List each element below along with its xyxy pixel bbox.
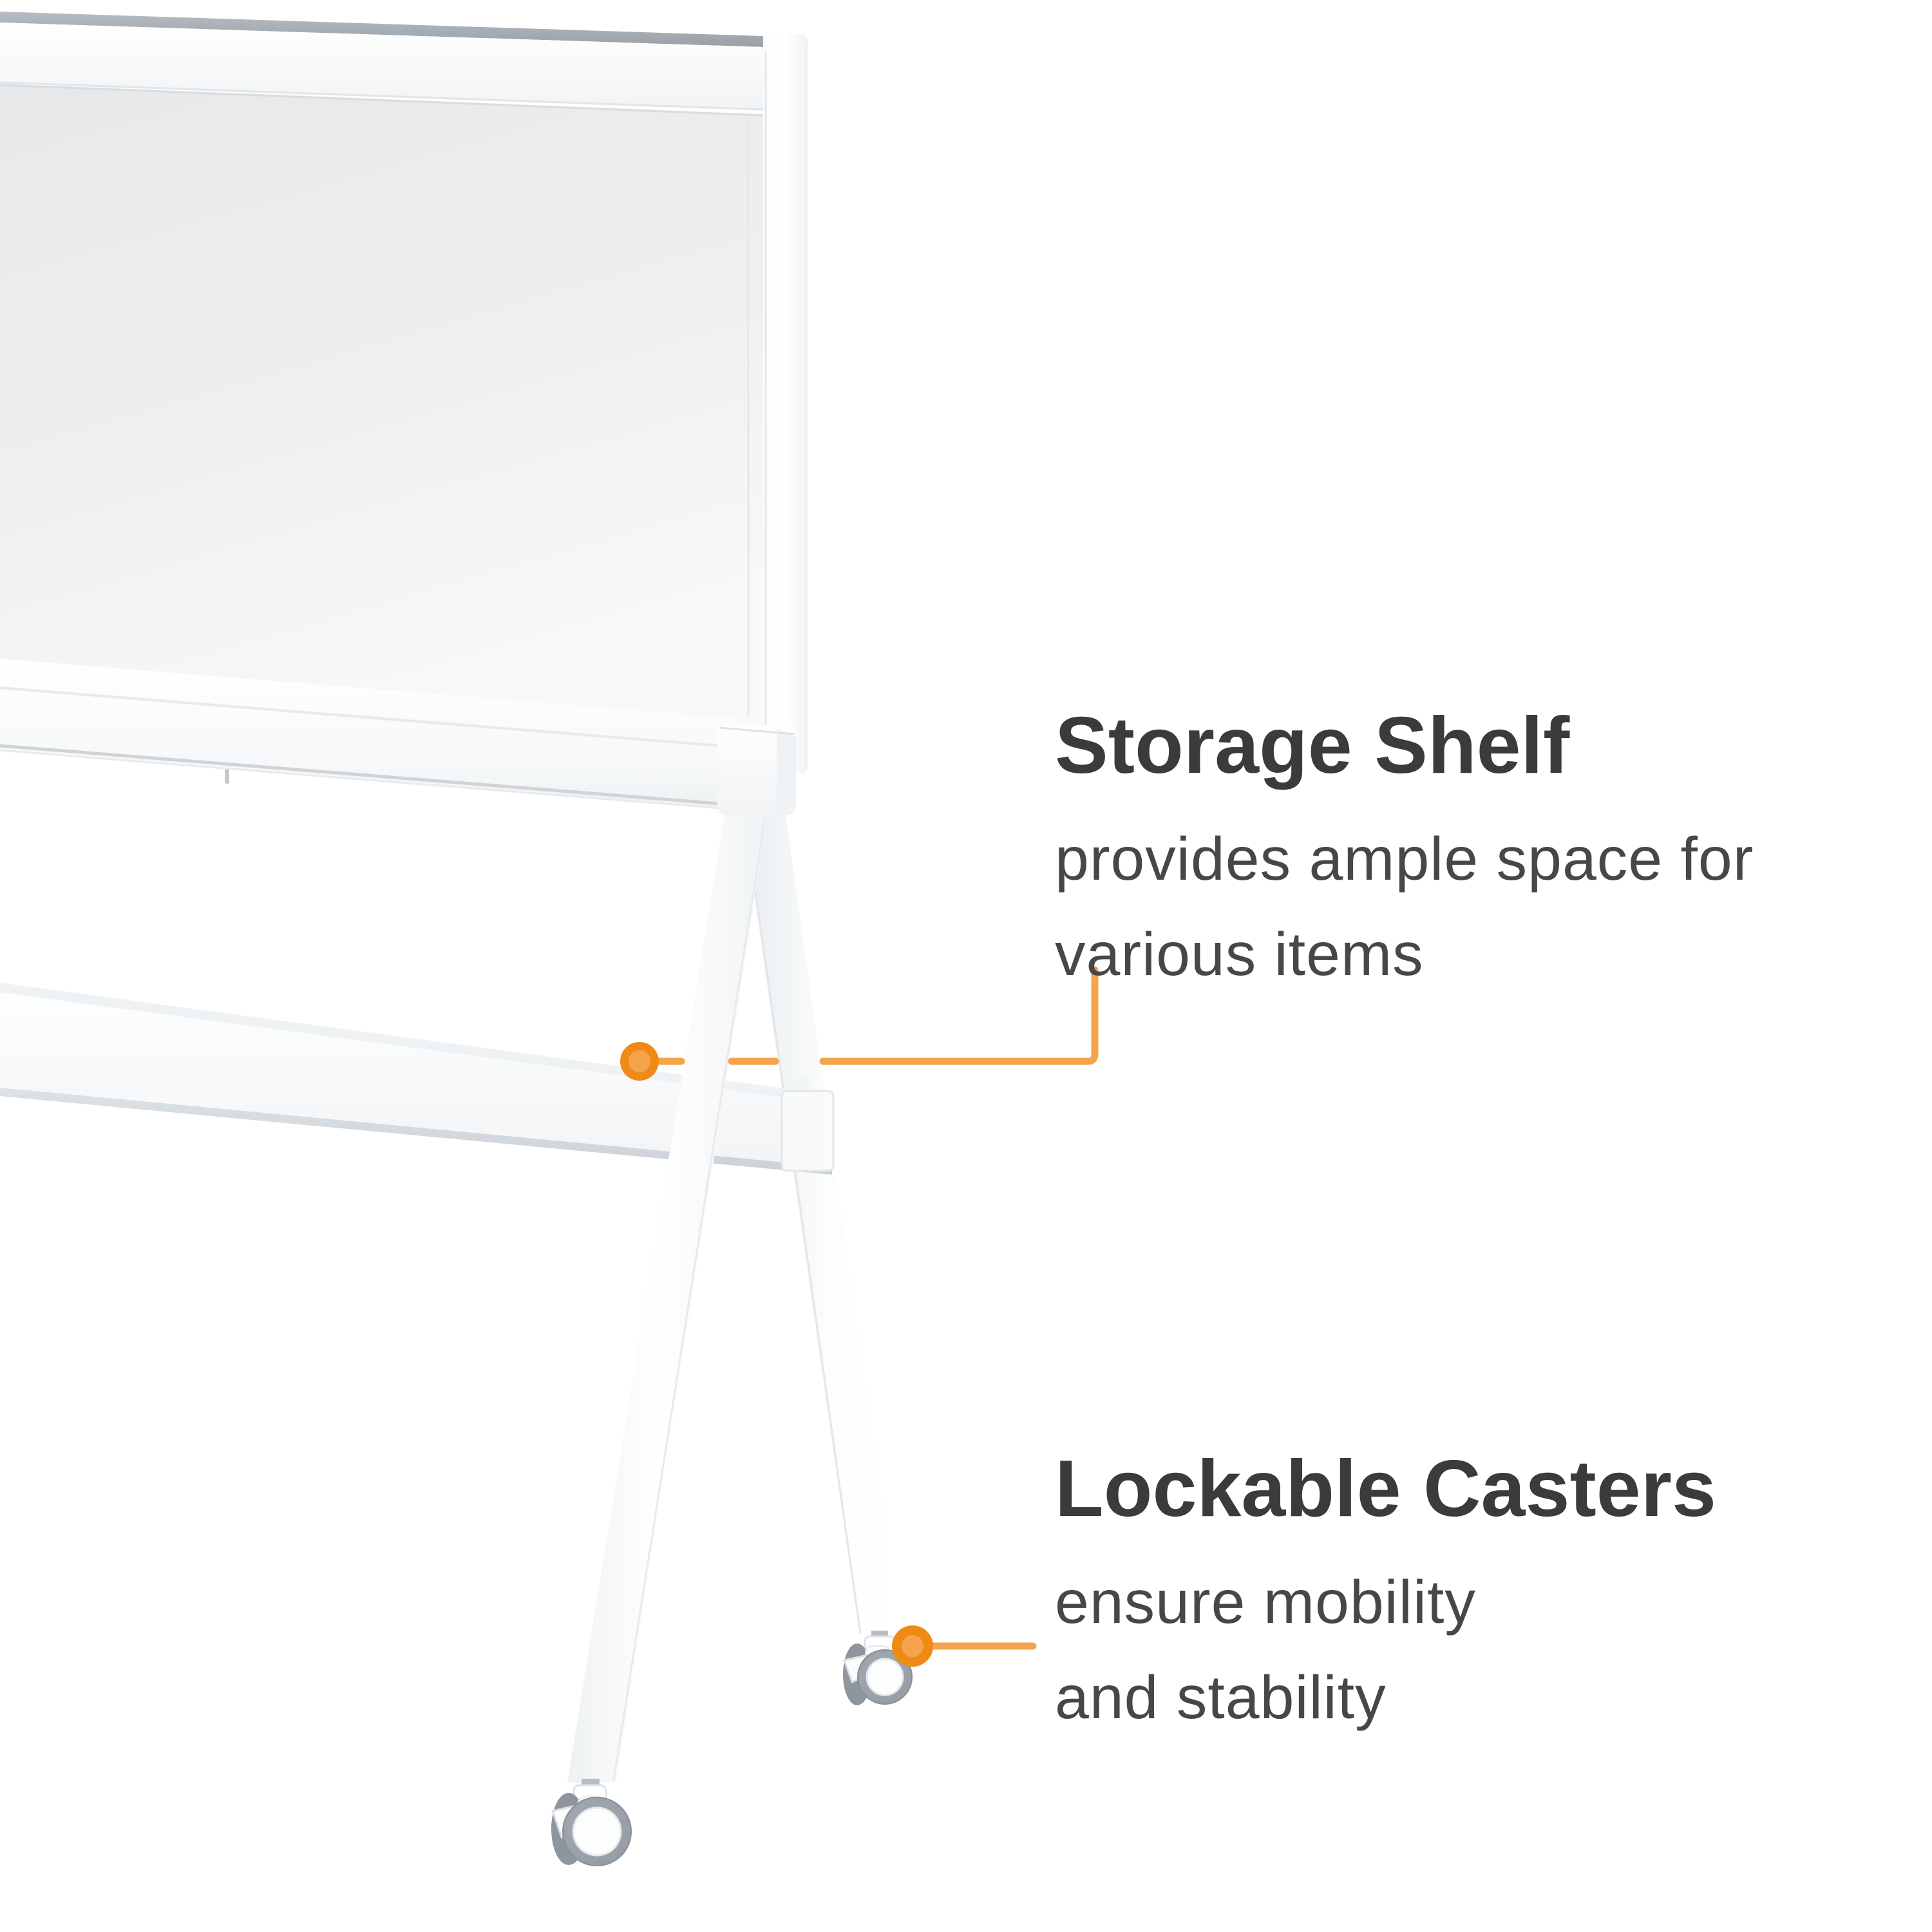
connector-elbow: [819, 966, 1099, 1065]
callout-description: ensure mobility and stability: [1055, 1555, 1716, 1745]
stand-rear-leg: [743, 810, 901, 1636]
callout-lockable-casters: Lockable Casters ensure mobility and sta…: [1055, 1445, 1716, 1745]
junction-side-face: [777, 729, 796, 813]
callout-title: Lockable Casters: [1055, 1444, 1716, 1533]
board-bottom-rail: [0, 659, 776, 813]
shelf-bottom-lip: [0, 1088, 832, 1175]
callout-description: provides ample space for various items: [1055, 811, 1754, 1002]
callout-storage-shelf: Storage Shelf provides ample space for v…: [1055, 702, 1754, 1002]
callout-description-line: provides ample space for: [1055, 825, 1754, 894]
mounting-screw: [225, 769, 229, 784]
caster-hub: [866, 1658, 904, 1696]
shelf-end-bracket: [781, 1090, 835, 1172]
board-surface-top-crease: [0, 84, 777, 117]
junction-top-shadow: [719, 726, 795, 735]
caster-hub: [572, 1806, 622, 1857]
casters-callout-dot: [892, 1625, 933, 1667]
board-top-rail-bottom-line: [0, 81, 764, 111]
storage-shelf: [0, 983, 835, 1175]
callout-description-line: ensure mobility: [1055, 1568, 1476, 1637]
board-right-post: [763, 33, 808, 774]
board-top-silver-strip: [0, 12, 763, 47]
stand-front-leg-crease: [612, 817, 766, 1781]
callout-title: Storage Shelf: [1055, 701, 1570, 790]
board-bottom-rail-lip: [0, 744, 777, 810]
shelf-top-surface: [0, 983, 832, 1104]
stand-junction: [717, 725, 796, 815]
stand-rear-leg-crease: [744, 817, 862, 1634]
board-bottom-rail-groove: [0, 687, 777, 752]
callout-description-line: various items: [1055, 920, 1424, 989]
rear-caster: [843, 1631, 913, 1705]
shelf-front-face: [0, 992, 832, 1167]
stand-front-leg: [567, 810, 768, 1783]
board-bottom-rail-edge-shadow: [0, 749, 777, 814]
junction-block: [717, 725, 796, 815]
board-surface: [0, 84, 776, 723]
callout-dot-inner: [902, 1635, 923, 1657]
callout-dot-inner: [629, 1050, 650, 1072]
callout-description-line: and stability: [1055, 1663, 1387, 1732]
front-caster: [551, 1779, 632, 1866]
storage-shelf-callout-dot: [620, 1042, 659, 1081]
whiteboard-panel: [0, 12, 808, 828]
